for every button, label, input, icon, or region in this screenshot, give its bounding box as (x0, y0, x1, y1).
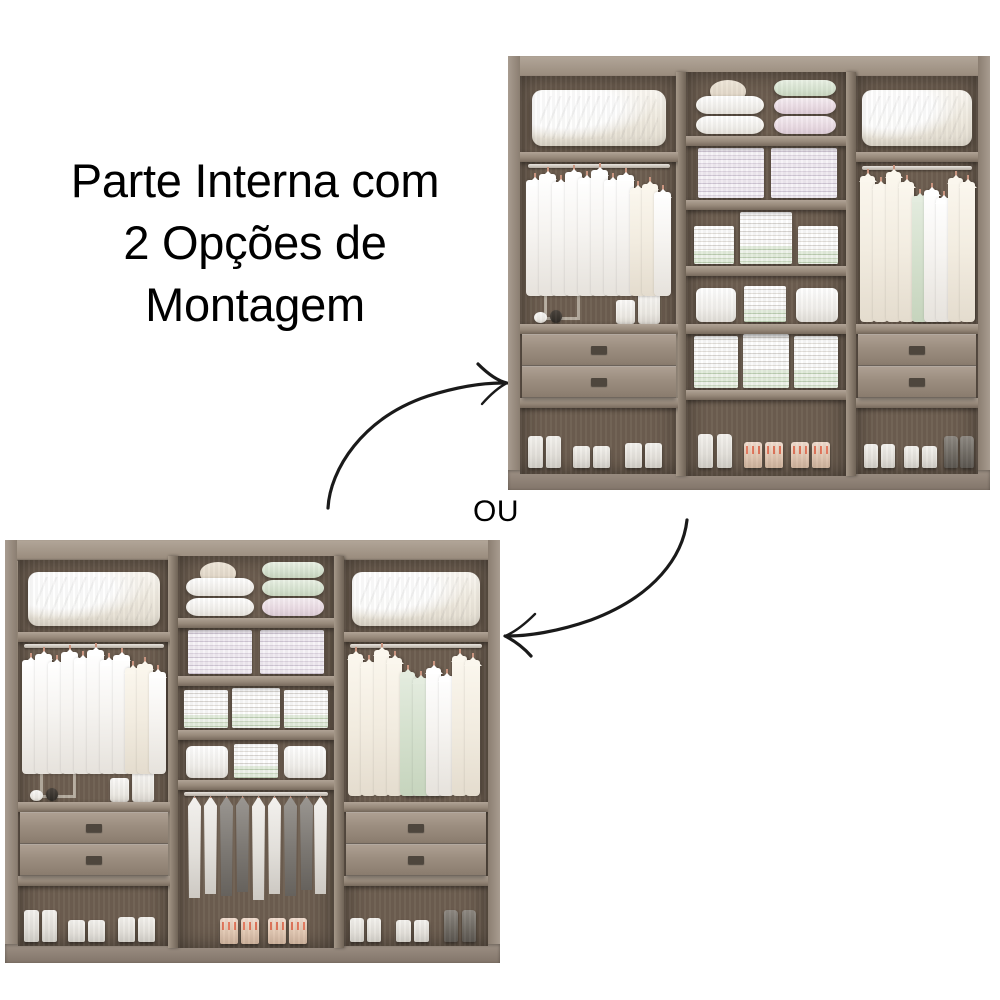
shelf (178, 676, 334, 686)
hanging-rod (862, 166, 972, 170)
arrow-to-option-two-icon (503, 518, 689, 658)
folded-linen-stack (232, 688, 280, 728)
shoe-zone (686, 400, 846, 476)
column-divider (334, 556, 344, 948)
round-decor-object (534, 312, 547, 323)
folded-linen-stack (234, 744, 278, 778)
shelf (686, 136, 846, 146)
drawer[interactable] (858, 334, 976, 366)
drawer[interactable] (20, 812, 168, 844)
hanging-garments-group (858, 170, 976, 322)
folded-linen-stack (771, 148, 837, 198)
shoe-zone (520, 408, 678, 474)
shelf (178, 618, 334, 628)
shelf (178, 780, 334, 790)
shoe-shelf (344, 876, 488, 886)
shoe-zone (178, 904, 334, 948)
wardrobe-left-side-panel (508, 56, 520, 490)
canister-decor (110, 778, 129, 802)
folded-linen-stack (694, 226, 734, 264)
wardrobe-base-rail (508, 470, 990, 490)
wardrobe-right-side-panel (978, 56, 990, 490)
wardrobe-option-two (5, 540, 500, 963)
hanging-trousers-group (182, 796, 330, 902)
column-divider (676, 72, 686, 476)
shelf (178, 730, 334, 740)
shelf (856, 324, 978, 334)
folded-towel (696, 288, 736, 322)
shoe-shelf (686, 390, 846, 400)
shoe-shelf (520, 398, 678, 408)
folded-linen-stack (694, 336, 738, 388)
shoe-zone (344, 886, 488, 946)
folded-linen-stack (284, 690, 328, 728)
wardrobe-top-rail (508, 56, 990, 78)
hanging-garments-group (20, 648, 168, 774)
hanging-rod-long (184, 792, 328, 796)
center-column (686, 72, 846, 476)
folded-linen-stack (698, 148, 764, 198)
shelf (686, 200, 846, 210)
folded-linen-stack (743, 334, 789, 388)
bag-decor (638, 288, 660, 324)
shelf (344, 802, 488, 812)
shelf (686, 266, 846, 276)
shelf (18, 632, 170, 642)
shoe-zone (856, 408, 978, 474)
bag-decor (132, 766, 154, 802)
shoe-shelf (856, 398, 978, 408)
drawer[interactable] (858, 366, 976, 398)
round-decor-object (30, 790, 43, 801)
shelf (344, 632, 488, 642)
hanging-rod (350, 644, 482, 648)
drawer[interactable] (20, 844, 168, 876)
shelf (520, 152, 678, 162)
wardrobe-top-rail (5, 540, 500, 562)
drawer[interactable] (522, 334, 676, 366)
wardrobe-right-side-panel (488, 540, 500, 963)
wardrobe-left-side-panel (5, 540, 17, 963)
shoe-shelf (18, 876, 170, 886)
arrow-to-option-one-icon (326, 362, 509, 510)
column-divider (846, 72, 856, 476)
shoe-zone (18, 886, 170, 946)
hanging-garments-group (524, 168, 676, 296)
folded-linen-stack (260, 630, 324, 674)
folded-linen-stack (184, 690, 228, 728)
folded-linen-stack (188, 630, 252, 674)
shelf (686, 324, 846, 334)
shelf (18, 802, 170, 812)
page-title: Parte Interna com 2 Opções de Montagem (70, 154, 440, 331)
wardrobe-base-rail (5, 943, 500, 963)
folded-linen-stack (798, 226, 838, 264)
folded-linen-stack (744, 286, 786, 322)
or-separator-label: OU (473, 495, 519, 528)
duvet-folded (532, 90, 666, 146)
drawer[interactable] (346, 844, 486, 876)
folded-linen-stack (794, 336, 838, 388)
duvet-folded (28, 572, 160, 626)
column-divider (168, 556, 178, 948)
shelf (520, 324, 678, 334)
right-column (344, 560, 488, 946)
right-column (856, 76, 978, 474)
canister-decor (616, 300, 635, 324)
folded-linen-stack (740, 212, 792, 264)
shelf (856, 152, 978, 162)
folded-towel (186, 746, 228, 778)
folded-towel (796, 288, 838, 322)
duvet-folded (352, 572, 480, 626)
left-column (18, 560, 170, 946)
center-column (178, 556, 334, 948)
dark-decor-object (550, 310, 562, 323)
dark-decor-object (46, 788, 58, 801)
duvet-folded (862, 90, 972, 146)
wardrobe-option-one (508, 56, 990, 490)
folded-towel (284, 746, 326, 778)
drawer[interactable] (346, 812, 486, 844)
hanging-garments-group (346, 648, 486, 796)
drawer[interactable] (522, 366, 676, 398)
left-column (520, 76, 678, 474)
